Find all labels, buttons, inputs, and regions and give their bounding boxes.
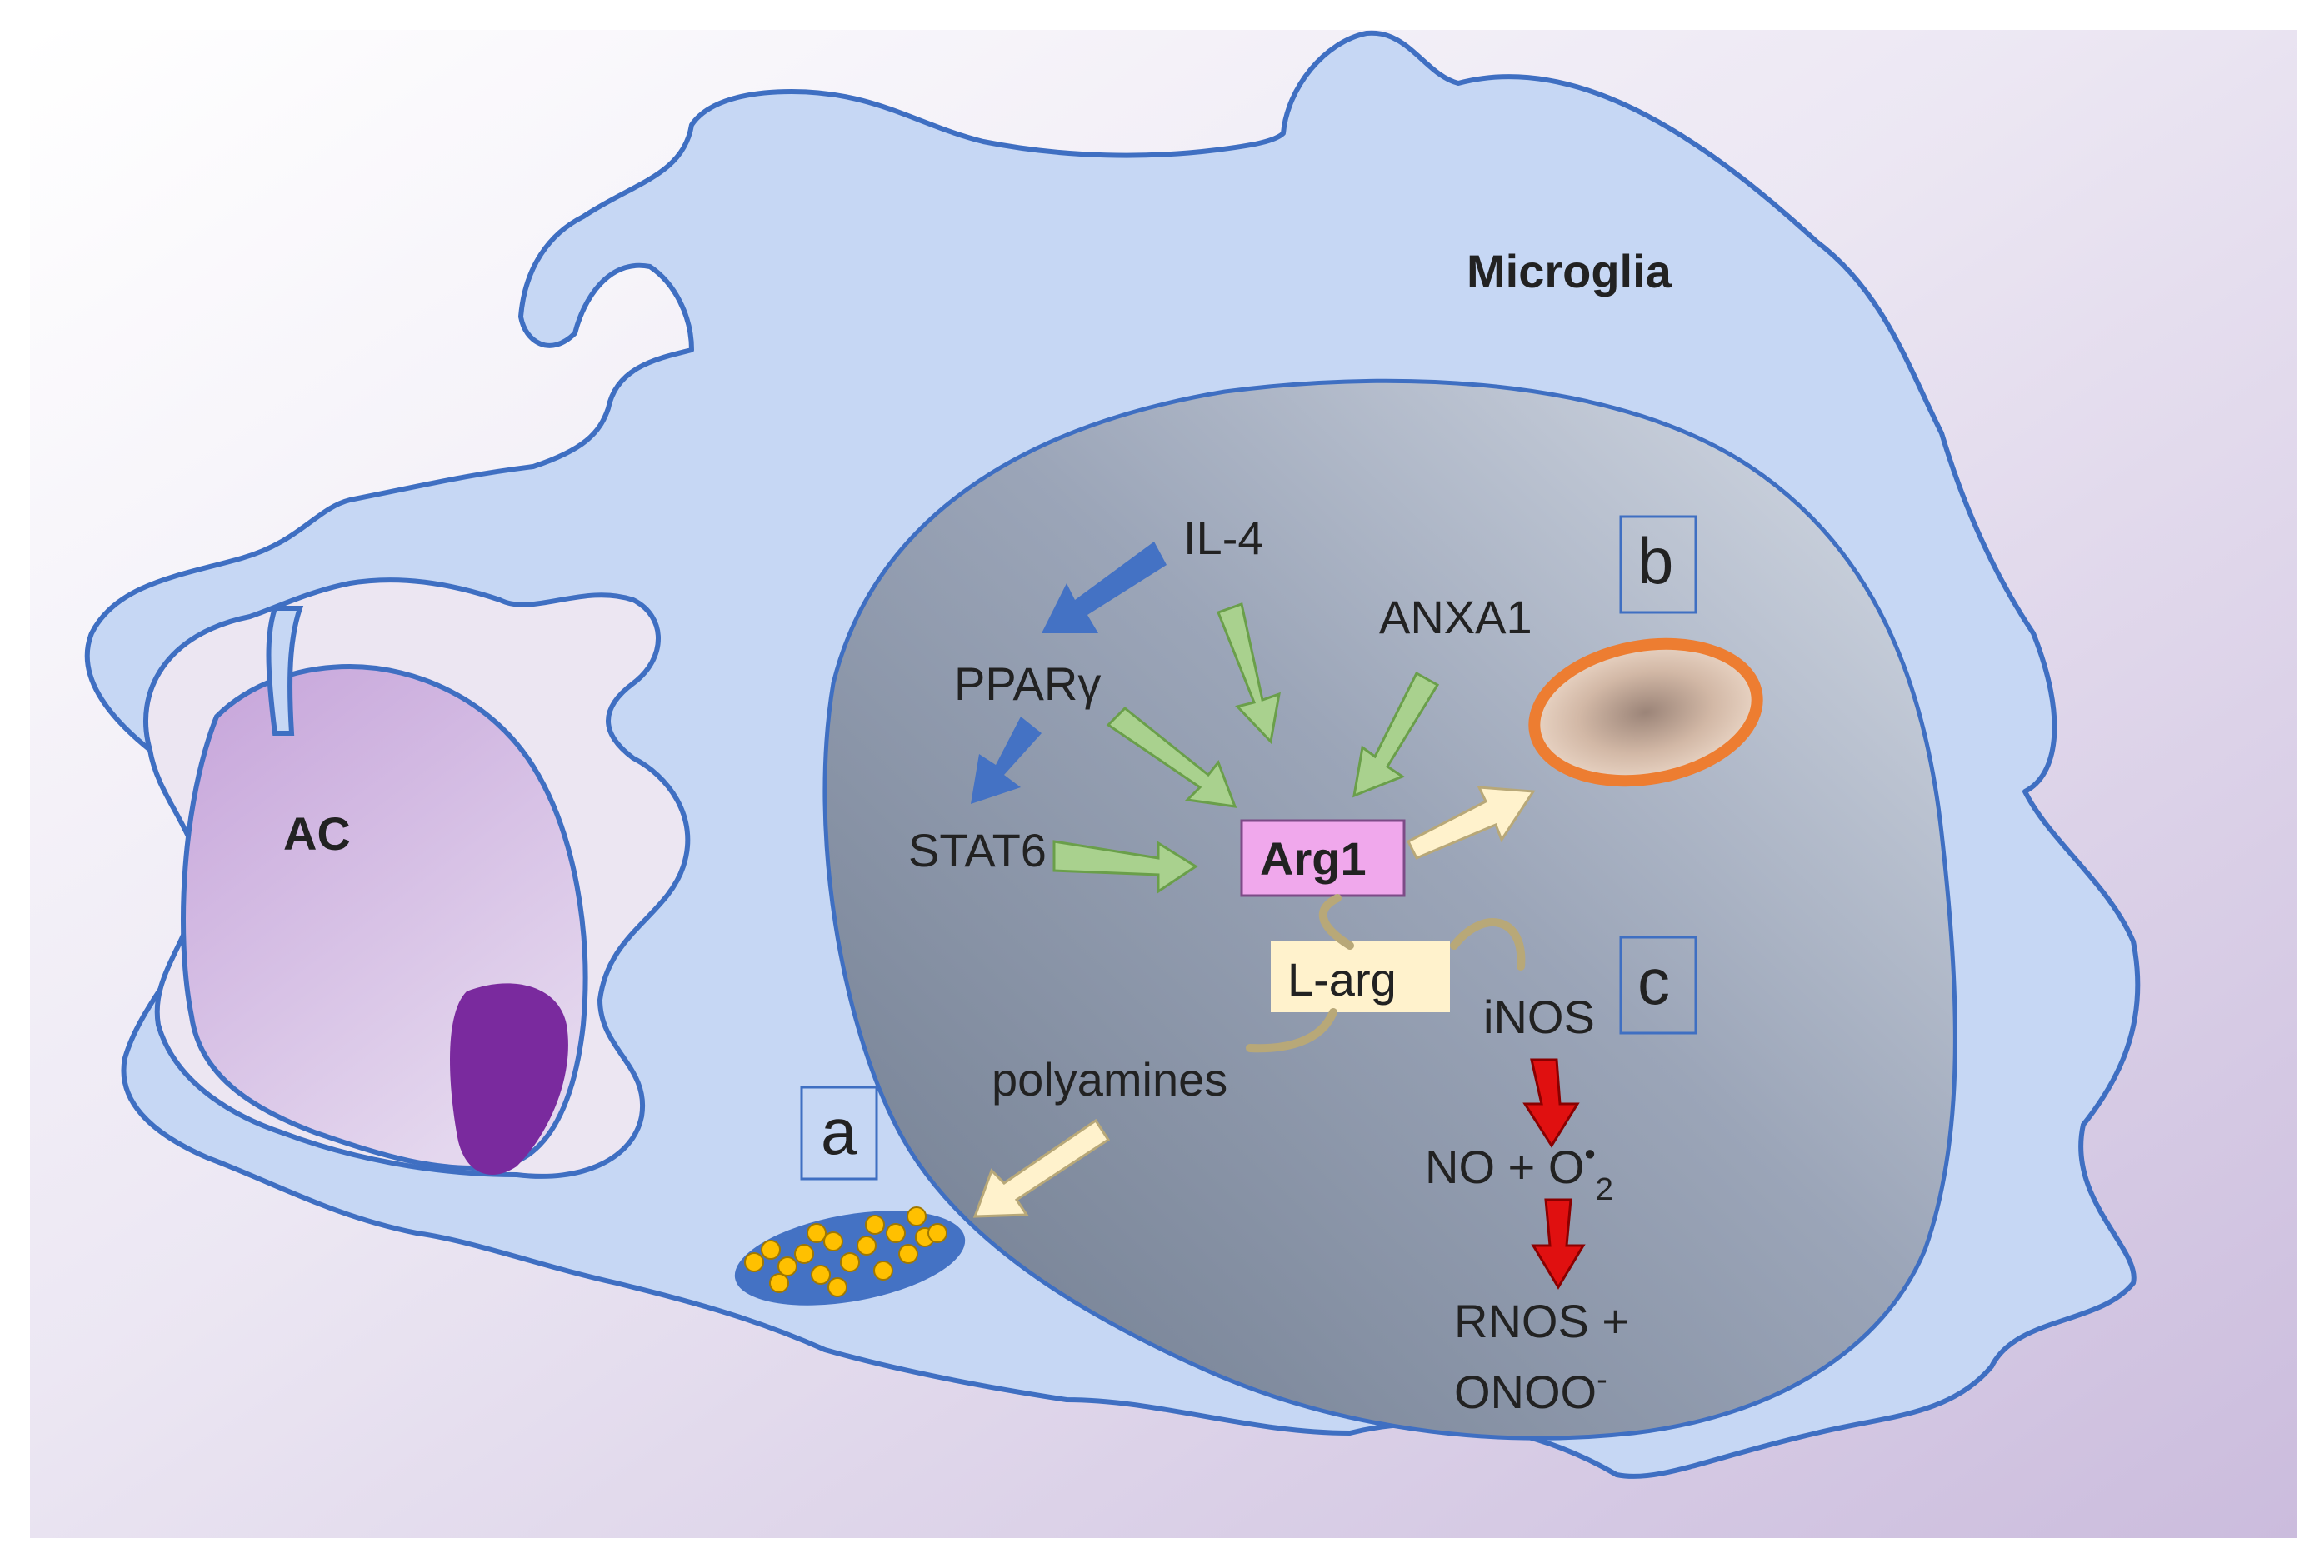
label-anxa1: ANXA1 xyxy=(1379,591,1532,643)
arrow-polyamines-to-mito xyxy=(972,1118,1111,1218)
panel-c-box xyxy=(1619,936,1697,1035)
label-larg: L-arg xyxy=(1287,953,1397,1006)
panel-c-label: c xyxy=(1637,945,1670,1018)
panel-a-box xyxy=(800,1086,878,1181)
label-inos: iNOS xyxy=(1483,991,1595,1043)
curve-larg-to-polyamines xyxy=(1246,1008,1337,1053)
arrow-no-to-rnos xyxy=(1531,1198,1586,1290)
curve-larg-to-inos xyxy=(1450,918,1526,971)
label-no-o2: NO + O•2 xyxy=(1425,1137,1613,1207)
label-stat6: STAT6 xyxy=(908,824,1047,876)
polyamine-dots xyxy=(744,1206,947,1297)
panel-b-box xyxy=(1619,515,1697,614)
arrow-stat6-to-arg1 xyxy=(1052,840,1198,894)
label-arg1: Arg1 xyxy=(1260,832,1367,885)
arrow-arg1-to-phagosome xyxy=(1406,786,1536,860)
panel-b-label: b xyxy=(1637,524,1673,597)
label-ac: AC xyxy=(283,807,351,860)
arrow-il4-to-arg1 xyxy=(1217,602,1281,745)
arrow-anxa1-to-arg1 xyxy=(1352,671,1440,798)
ac-nucleus xyxy=(450,983,568,1175)
arrow-il4-to-ppar xyxy=(1042,542,1167,633)
phagosome xyxy=(1528,637,1763,787)
label-rnos: RNOS + xyxy=(1454,1295,1629,1347)
label-ppar: PPARγ xyxy=(954,657,1101,710)
arrow-ppar-to-arg1 xyxy=(1106,706,1237,808)
curve-larg-to-arg1 xyxy=(1318,894,1354,950)
label-il4: IL-4 xyxy=(1183,512,1264,564)
arg1-box xyxy=(1240,819,1406,897)
label-microglia: Microglia xyxy=(1467,245,1672,297)
microglia-pseudopod-upper xyxy=(266,606,304,736)
arrow-inos-to-no xyxy=(1522,1058,1580,1148)
label-polyamines: polyamines xyxy=(992,1053,1227,1106)
label-onoo: ONOO- xyxy=(1454,1362,1607,1418)
arrow-ppar-to-stat6 xyxy=(971,717,1042,804)
mitochondrion xyxy=(734,1206,966,1306)
panel-a-label: a xyxy=(821,1095,857,1168)
larg-box xyxy=(1271,941,1450,1012)
